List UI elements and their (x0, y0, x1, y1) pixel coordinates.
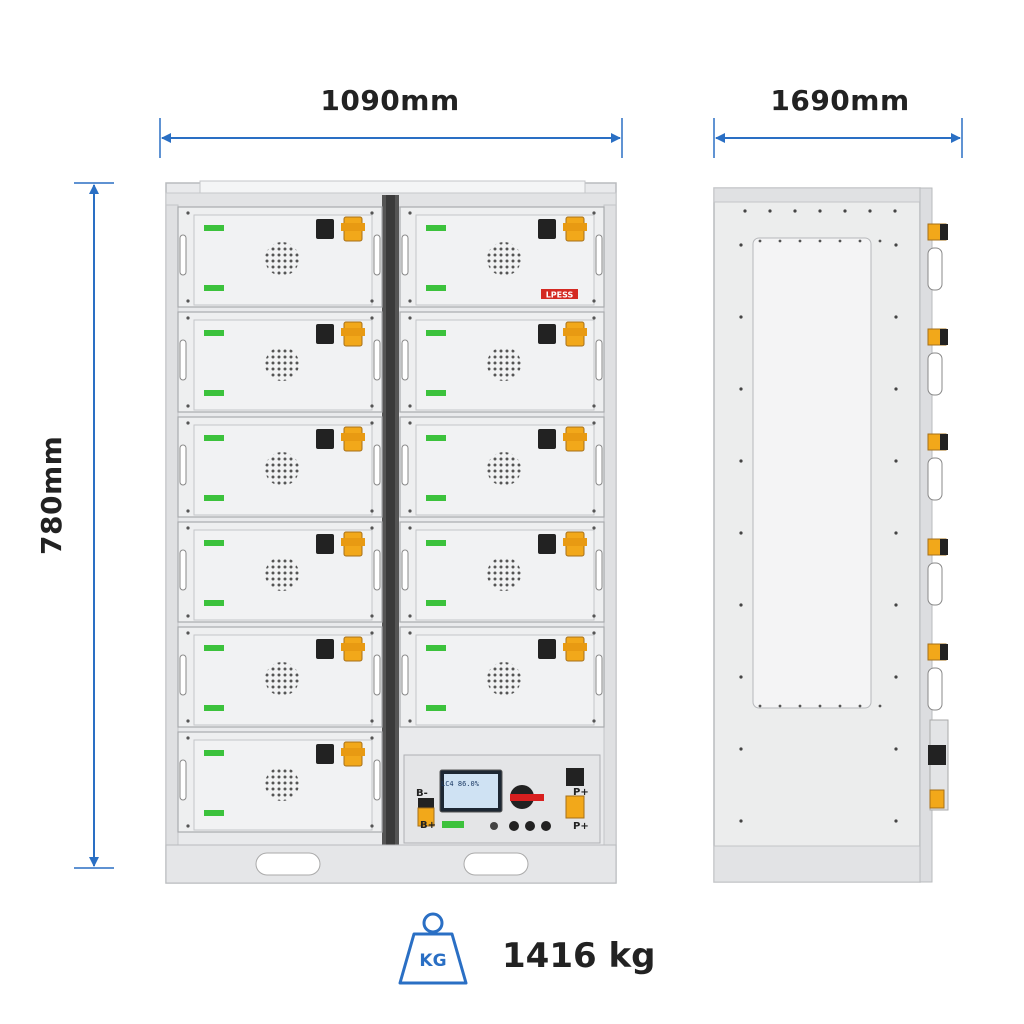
power-connector-icon (538, 324, 556, 344)
battery-module (399, 416, 605, 518)
power-connector-icon (538, 639, 556, 659)
battery-module (399, 521, 605, 623)
power-connector-icon (316, 744, 334, 764)
handle-green (426, 330, 446, 336)
depth-dimension-label: 1690mm (770, 84, 910, 117)
power-connector-icon (538, 429, 556, 449)
battery-module (399, 311, 605, 413)
handle-green (426, 435, 446, 441)
lcd-display (444, 774, 498, 808)
fan-grille-icon (487, 452, 521, 486)
handle-green (426, 495, 446, 501)
fan-grille-icon (487, 557, 521, 591)
battery-module (177, 206, 383, 308)
handle-green (204, 330, 224, 336)
handle-green (204, 540, 224, 546)
power-connector-icon (316, 639, 334, 659)
side-connector-group (927, 643, 948, 711)
handle-green (204, 750, 224, 756)
battery-module (177, 731, 383, 833)
fan-grille-icon (265, 767, 299, 801)
depth-dimension-line (713, 118, 963, 158)
handle-green (204, 810, 224, 816)
terminal-label-b-plus: B+ (420, 820, 436, 831)
height-dimension-label: 780mm (35, 435, 68, 555)
battery-module (177, 626, 383, 728)
handle-green (426, 285, 446, 291)
fan-grille-icon (265, 242, 299, 276)
brand-badge: LPESS (546, 291, 574, 300)
handle-green (426, 540, 446, 546)
battery-module (399, 626, 605, 728)
handle-green (426, 600, 446, 606)
fan-grille-icon (265, 662, 299, 696)
power-connector-icon (538, 219, 556, 239)
handle-green (426, 645, 446, 651)
handle-green (426, 390, 446, 396)
terminal-label-p-plus-top: P+ (573, 787, 589, 798)
battery-module (177, 311, 383, 413)
handle-green (426, 705, 446, 711)
handle-green (204, 705, 224, 711)
weight-value: 1416 kg (502, 936, 656, 976)
handle-green (204, 495, 224, 501)
battery-modules (177, 206, 605, 833)
power-connector-icon (316, 324, 334, 344)
fan-grille-icon (487, 662, 521, 696)
battery-module (177, 521, 383, 623)
battery-module (177, 416, 383, 518)
width-dimension-label: 1090mm (320, 84, 460, 117)
power-connector-icon (538, 534, 556, 554)
side-connector-group (927, 538, 948, 606)
side-connector-group (927, 328, 948, 396)
weight-icon-label: KG (419, 951, 446, 971)
height-dimension-line (74, 182, 114, 869)
fan-grille-icon (487, 242, 521, 276)
terminal-label-p-plus-bottom: P+ (573, 821, 589, 832)
brand-badge-bg (541, 289, 578, 299)
side-connector-group (927, 433, 948, 501)
power-connector-icon (316, 429, 334, 449)
fan-grille-icon (265, 557, 299, 591)
power-connector-icon (316, 219, 334, 239)
handle-green (204, 435, 224, 441)
handle-green (204, 600, 224, 606)
handle-green (204, 285, 224, 291)
weight-icon: KG (398, 912, 468, 985)
power-connector-icon (316, 534, 334, 554)
side-connector-group (927, 223, 948, 291)
width-dimension-line (159, 118, 623, 158)
control-box (403, 754, 601, 844)
lcd-text: LC4 86.0% (441, 780, 480, 788)
fan-grille-icon (265, 452, 299, 486)
fan-grille-icon (487, 347, 521, 381)
cabinet-side-view (713, 187, 949, 883)
handle-green (204, 390, 224, 396)
handle-green (204, 225, 224, 231)
handle-green (204, 645, 224, 651)
terminal-label-b-minus: B- (416, 788, 428, 799)
fan-grille-icon (265, 347, 299, 381)
handle-green (426, 225, 446, 231)
side-rack-details (739, 209, 948, 823)
